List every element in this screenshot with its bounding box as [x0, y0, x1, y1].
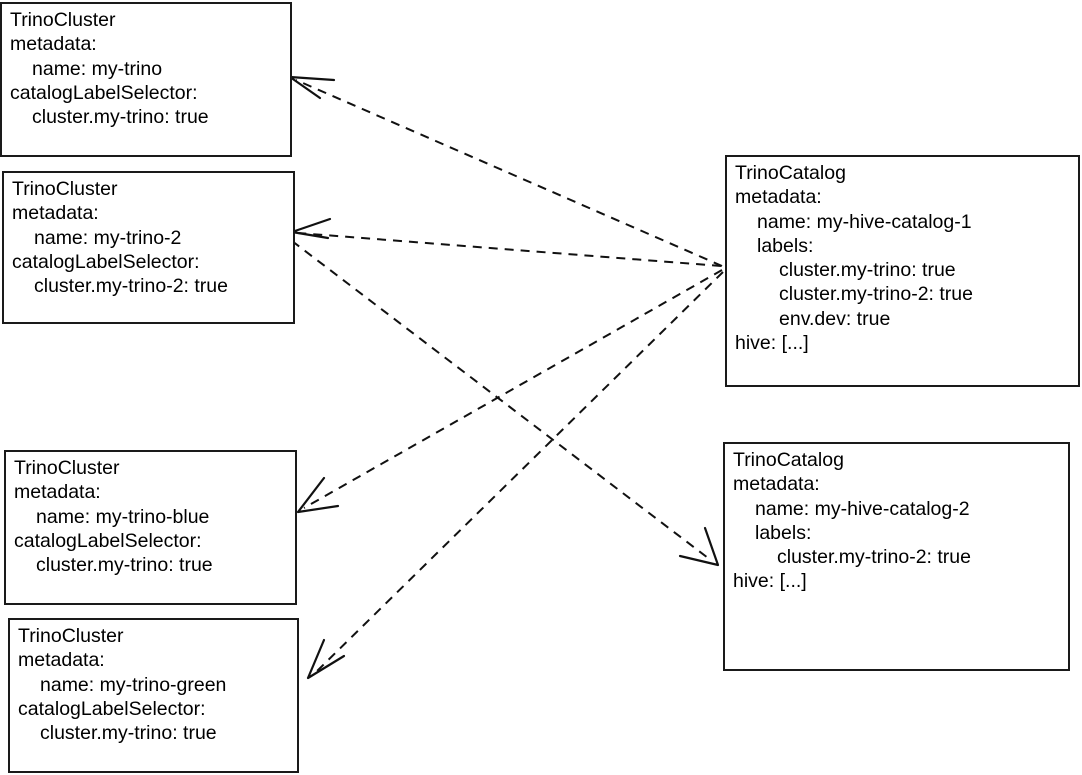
node-line: labels: — [755, 521, 812, 544]
node-line: cluster.my-trino-2: true — [779, 283, 973, 306]
node-line: catalogLabelSelector: — [10, 81, 198, 104]
node-line: labels: — [757, 234, 814, 257]
node-line: metadata: — [14, 481, 101, 504]
node-line: TrinoCluster — [12, 178, 118, 200]
node-trinocluster-my-trino[interactable]: TrinoCluster metadata: name: my-trino ca… — [0, 2, 292, 157]
node-line: catalogLabelSelector: — [14, 529, 202, 552]
edge-my-trino-2-to-catalog2 — [291, 240, 720, 567]
node-line: TrinoCatalog — [733, 449, 844, 471]
node-line: TrinoCluster — [18, 625, 124, 647]
node-line: cluster.my-trino: true — [40, 722, 217, 745]
node-trinocatalog-my-hive-catalog-1[interactable]: TrinoCatalog metadata: name: my-hive-cat… — [725, 155, 1080, 387]
node-trinocluster-my-trino-2[interactable]: TrinoCluster metadata: name: my-trino-2 … — [2, 171, 295, 324]
node-line: TrinoCluster — [10, 9, 116, 31]
edge-catalog1-to-my-trino — [288, 75, 723, 267]
edge-catalog1-to-my-trino-2 — [290, 217, 722, 267]
node-trinocatalog-my-hive-catalog-2[interactable]: TrinoCatalog metadata: name: my-hive-cat… — [723, 442, 1070, 671]
node-line: name: my-trino — [32, 57, 163, 80]
node-line: cluster.my-trino: true — [779, 259, 956, 282]
node-line: metadata: — [733, 473, 820, 496]
node-line: metadata: — [12, 202, 99, 225]
node-line: TrinoCluster — [14, 457, 120, 479]
node-line: hive: [...] — [735, 332, 809, 355]
node-line: name: my-trino-blue — [36, 505, 210, 528]
node-line: name: my-trino-2 — [34, 226, 182, 249]
edge-catalog1-to-my-trino-blue — [296, 269, 723, 514]
node-line: catalogLabelSelector: — [18, 697, 206, 720]
node-line: cluster.my-trino-2: true — [777, 546, 971, 569]
node-line: TrinoCatalog — [735, 162, 846, 184]
node-line: metadata: — [10, 33, 97, 56]
node-line: hive: [...] — [733, 570, 807, 593]
node-line: name: my-trino-green — [40, 673, 227, 696]
node-line: name: my-hive-catalog-1 — [757, 210, 972, 233]
node-line: cluster.my-trino: true — [36, 554, 213, 577]
node-trinocluster-my-trino-blue[interactable]: TrinoCluster metadata: name: my-trino-bl… — [4, 450, 297, 605]
node-line: env.dev: true — [779, 307, 891, 330]
node-line: metadata: — [735, 186, 822, 209]
node-line: name: my-hive-catalog-2 — [755, 497, 970, 520]
node-line: metadata: — [18, 649, 105, 672]
node-trinocluster-my-trino-green[interactable]: TrinoCluster metadata: name: my-trino-gr… — [8, 618, 299, 773]
edge-catalog1-to-my-trino-green — [306, 271, 724, 680]
node-line: cluster.my-trino: true — [32, 106, 209, 129]
node-line: catalogLabelSelector: — [12, 250, 200, 273]
node-line: cluster.my-trino-2: true — [34, 275, 228, 298]
